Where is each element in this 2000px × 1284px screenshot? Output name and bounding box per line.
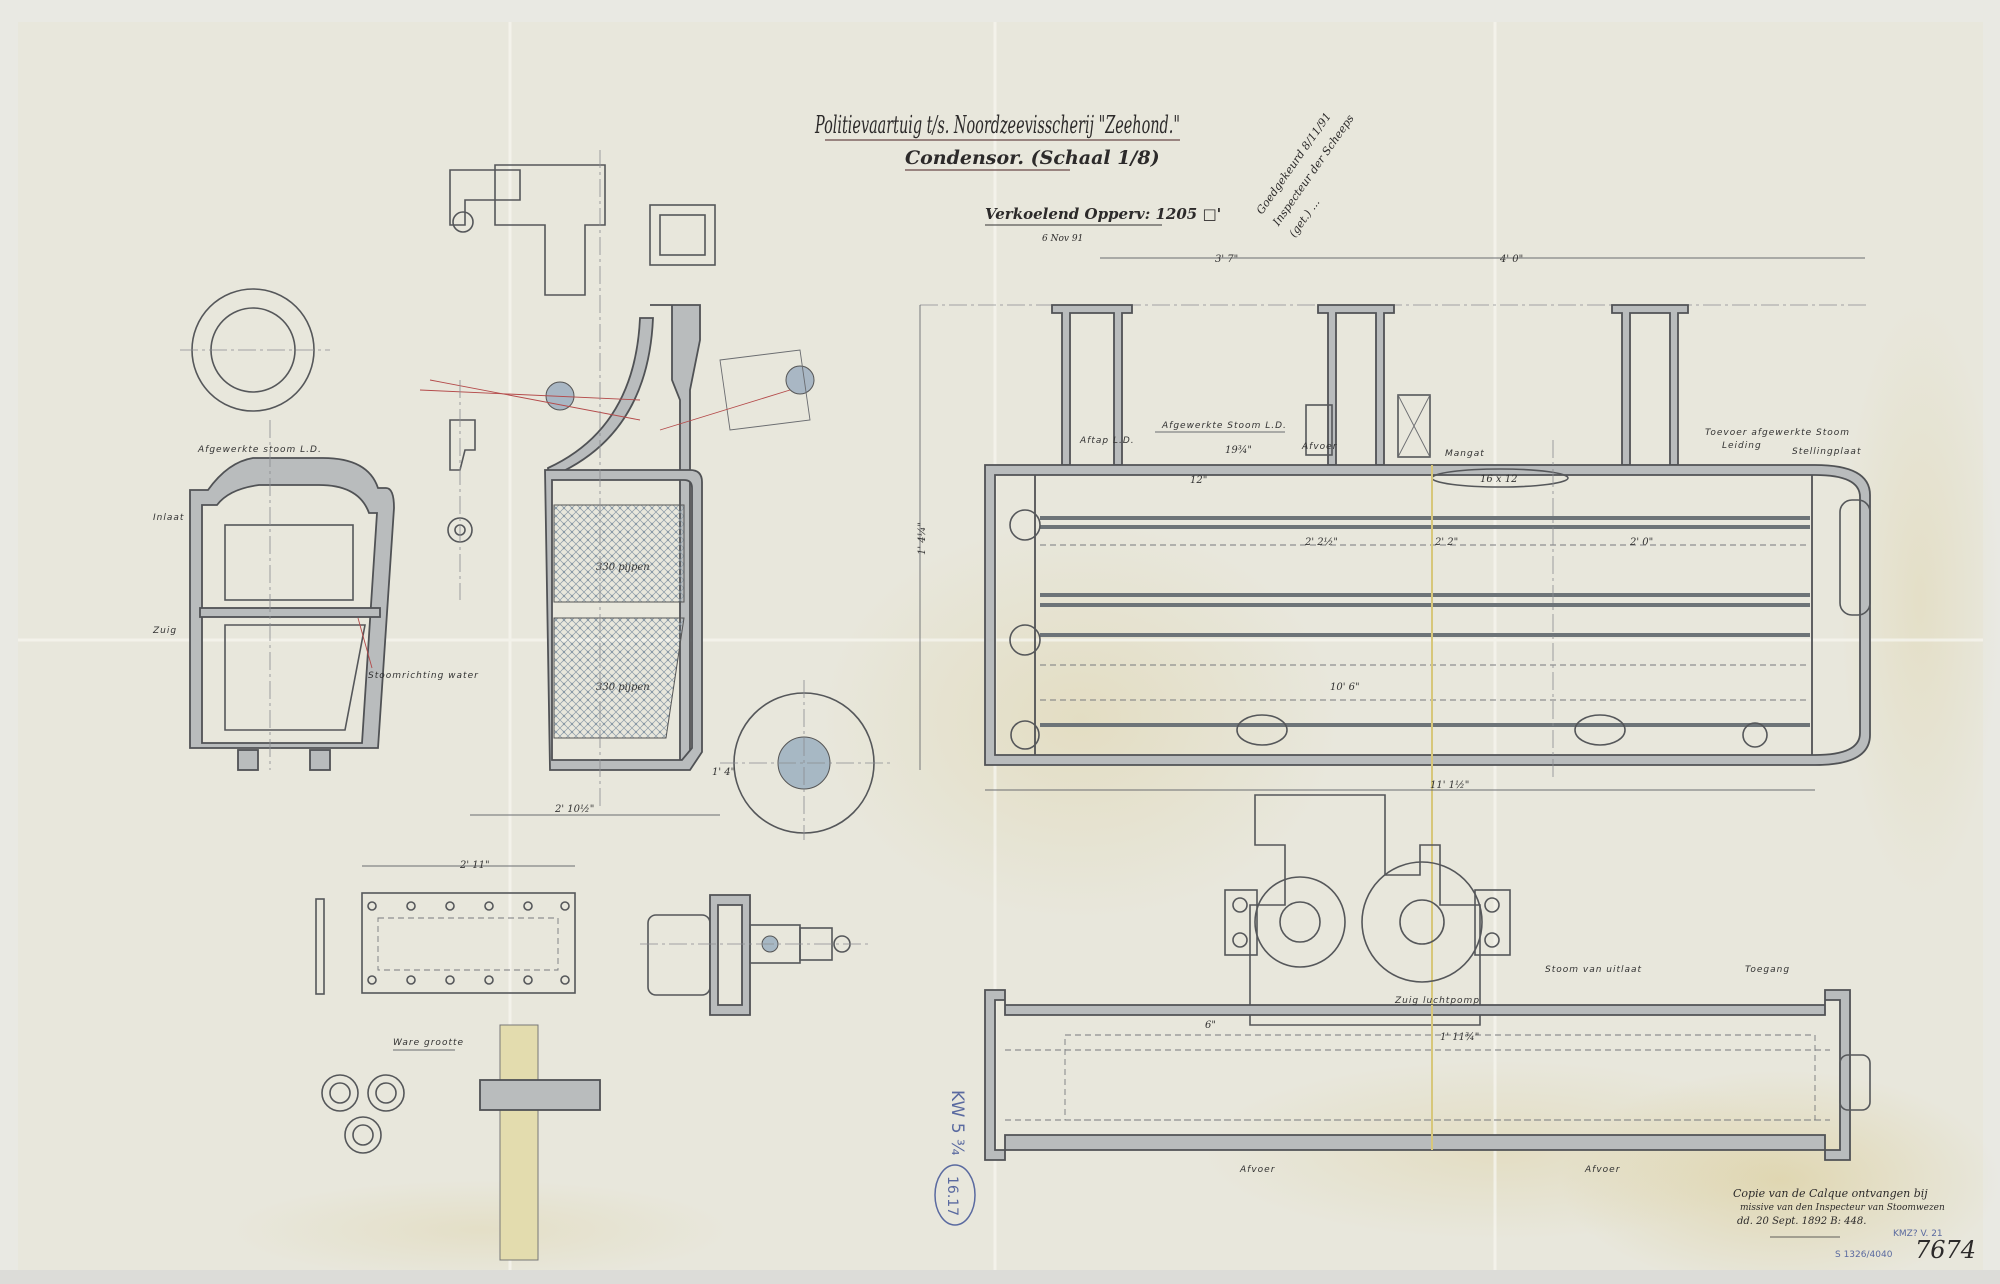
label-leiding: Leiding <box>1722 441 1762 451</box>
svg-text:Zuig: Zuig <box>152 626 177 636</box>
svg-text:19¾": 19¾" <box>1225 445 1252 456</box>
svg-text:3' 7": 3' 7" <box>1215 254 1238 265</box>
svg-text:Inlaat: Inlaat <box>153 513 184 523</box>
archive-number: 7674 <box>1915 1236 1976 1264</box>
svg-text:1' 11¾": 1' 11¾" <box>1440 1032 1479 1043</box>
svg-text:Copie van de Calque ontvangen: Copie van de Calque ontvangen bij <box>1733 1187 1928 1200</box>
svg-text:Stoomrichting water: Stoomrichting water <box>368 671 479 681</box>
svg-text:10' 6": 10' 6" <box>1330 682 1360 693</box>
title-line-2: Condensor. (Schaal 1/8) <box>905 147 1160 169</box>
svg-text:Afvoer: Afvoer <box>1239 1165 1276 1175</box>
svg-text:S 1326/4040: S 1326/4040 <box>1835 1250 1893 1260</box>
svg-text:2' 2½": 2' 2½" <box>1304 537 1338 548</box>
tube-plate-detail: 2' 11" <box>315 860 576 995</box>
title-block: Politievaartuig t/s. Noordzeevisscherij … <box>814 111 1221 244</box>
tube-nest-upper: 330 pijpen <box>596 562 650 573</box>
ware-grootte-detail: Ware grootte <box>321 1024 601 1261</box>
svg-text:dd. 20 Sept. 1892 B: 448.: dd. 20 Sept. 1892 B: 448. <box>1737 1216 1866 1227</box>
bottom-strip <box>0 1270 2000 1284</box>
svg-text:1' 4¼": 1' 4¼" <box>917 522 928 555</box>
tube-nest-lower: 330 pijpen <box>596 682 650 693</box>
drawing-date: 6 Nov 91 <box>1042 234 1083 244</box>
svg-text:Afvoer: Afvoer <box>1584 1165 1621 1175</box>
svg-text:Zuig luchtpomp: Zuig luchtpomp <box>1394 996 1480 1006</box>
svg-text:Ware grootte: Ware grootte <box>393 1038 464 1048</box>
archive-oval-ref: 16.17 <box>944 1176 960 1216</box>
label-afvoer: Afvoer <box>1301 442 1338 452</box>
archive-pencil-ref: KW 5 ¾ <box>947 1090 967 1155</box>
svg-text:2' 11": 2' 11" <box>459 860 490 871</box>
svg-text:Toegang: Toegang <box>1745 965 1790 975</box>
svg-text:6": 6" <box>1205 1020 1216 1031</box>
svg-text:1' 4": 1' 4" <box>712 767 735 778</box>
svg-text:KMZ? V. 21: KMZ? V. 21 <box>1893 1229 1943 1239</box>
svg-text:missive van den Inspecteur van: missive van den Inspecteur van Stoomweze… <box>1740 1203 1945 1213</box>
label-mangat: Mangat <box>1445 449 1485 459</box>
svg-text:12": 12" <box>1190 475 1207 486</box>
svg-text:16 x 12: 16 x 12 <box>1480 474 1517 485</box>
archive-marks: KW 5 ¾ 16.17 <box>934 1090 976 1226</box>
svg-text:2' 10½": 2' 10½" <box>554 804 594 815</box>
svg-text:2' 2": 2' 2" <box>1434 537 1458 548</box>
condenser-side-view: 3' 7" 4' 0" 1' 4¼" 11' 1½" 10' 6" 19¾" 1… <box>917 254 1871 1120</box>
label-aftap: Aftap L.D. <box>1079 436 1135 446</box>
svg-text:Stoom van uitlaat: Stoom van uitlaat <box>1545 965 1642 975</box>
svg-text:2' 0": 2' 0" <box>1629 537 1653 548</box>
paper-stains <box>230 300 2000 1284</box>
label-toevoer: Toevoer afgewerkte Stoom <box>1705 428 1850 438</box>
valve-detail <box>640 894 870 1016</box>
condenser-plan-view: 1' 11¾" 6" Zuig luchtpomp Stoom van uitl… <box>984 794 1871 1175</box>
copy-note: Copie van de Calque ontvangen bij missiv… <box>1733 1187 1976 1264</box>
label-afgewerkte-stoom-left: Afgewerkte stoom L.D. <box>197 445 322 455</box>
condenser-end-section: Afgewerkte stoom L.D. Inlaat Zuig Stoomr… <box>152 288 479 771</box>
condenser-cross-section: 330 pijpen 330 pijpen 2' 10½" 1' 4" <box>419 150 890 840</box>
svg-text:11' 1½": 11' 1½" <box>1430 780 1469 791</box>
cooling-surface: Verkoelend Opperv: 1205 □' <box>985 205 1221 223</box>
svg-text:4' 0": 4' 0" <box>1499 254 1523 265</box>
label-afgewerkte-stoom: Afgewerkte Stoom L.D. <box>1161 421 1287 431</box>
label-stellingplaat: Stellingplaat <box>1792 447 1861 457</box>
title-line-1: Politievaartuig t/s. Noordzeevisscherij … <box>814 111 1180 139</box>
